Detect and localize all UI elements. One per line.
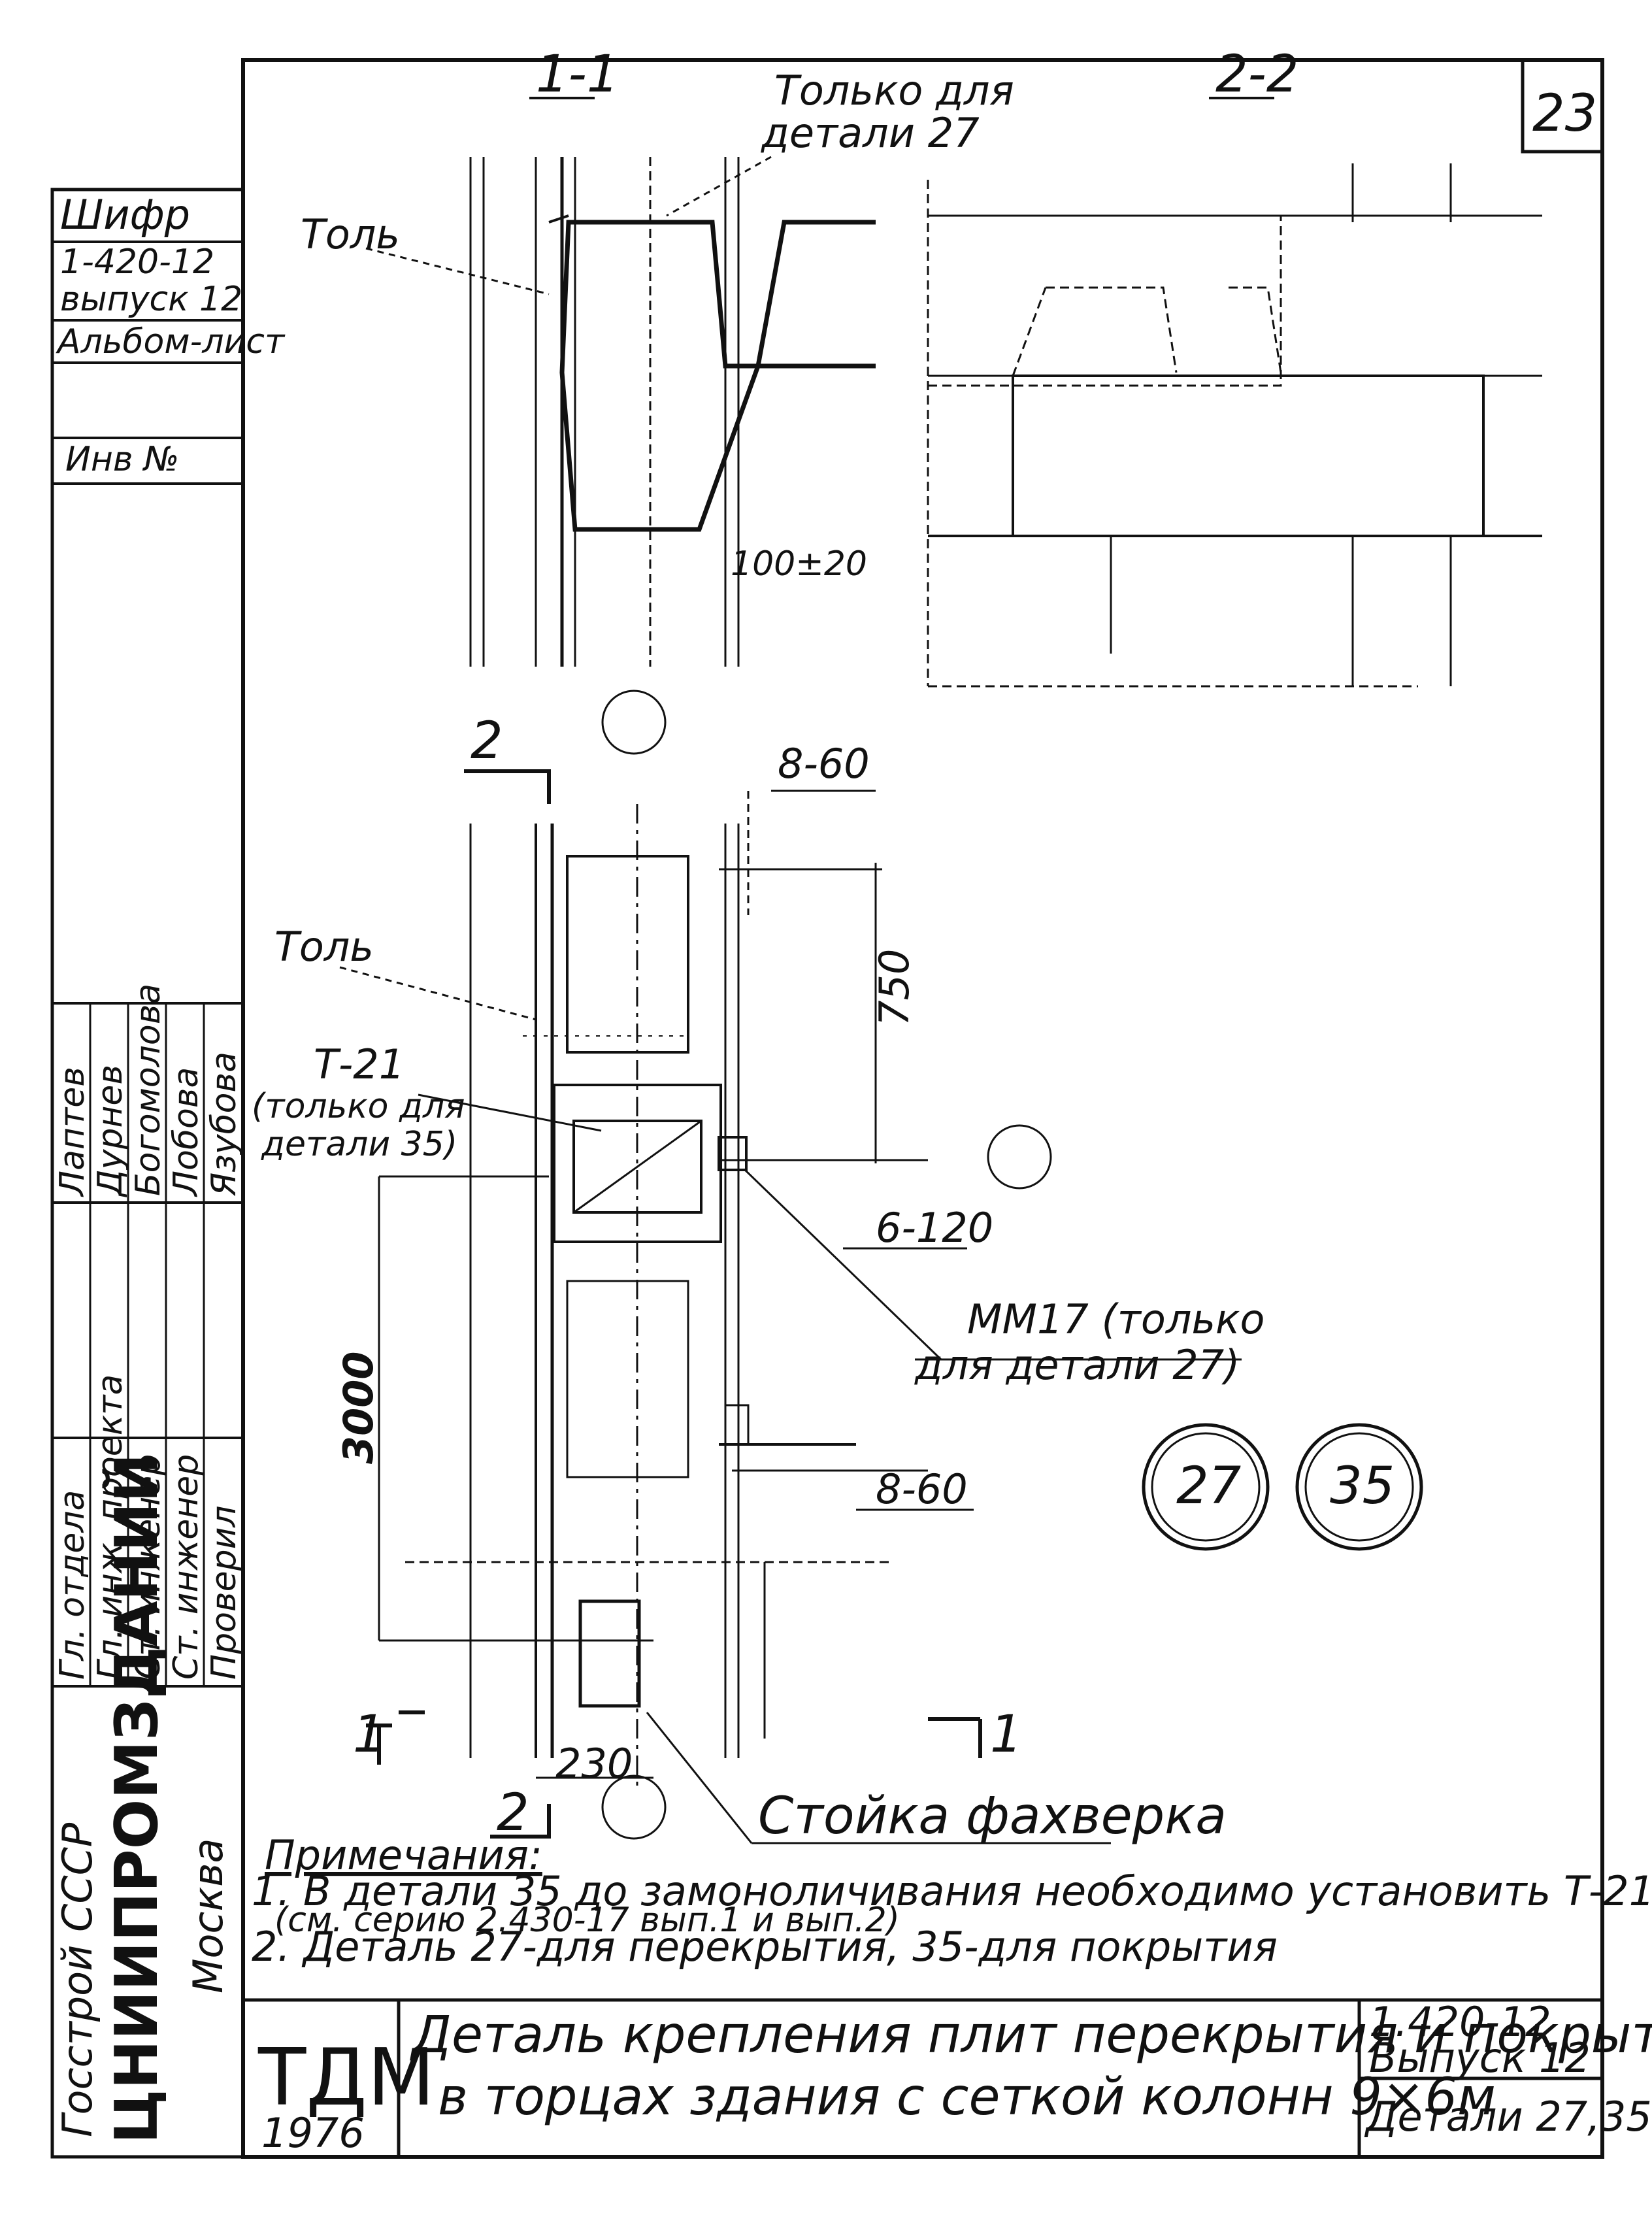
- tol-label-bottom: Толь: [274, 923, 374, 971]
- name-1: Лаптев: [53, 1067, 92, 1197]
- dim-3000: 3000: [335, 1351, 382, 1464]
- notes-title: Примечания:: [265, 1831, 542, 1879]
- dim-230: 230: [555, 1740, 633, 1788]
- dim-750: 750: [870, 949, 918, 1026]
- title-line-2: в торцах здания с сеткой колонн 9×6м: [438, 2068, 1496, 2127]
- name-3: Богомолова: [129, 984, 168, 1196]
- cut-mark-1-right: 1: [990, 1705, 1023, 1764]
- org-ministry: Госстрой СССР: [54, 1822, 101, 2137]
- axis-circle-mid: [987, 1124, 1052, 1190]
- tol-label-top: Толь: [301, 210, 400, 258]
- notes-line-2: (см. серию 2.430-17 вып.1 и вып.2): [274, 1901, 900, 1940]
- stamp-series: 1-420-12: [60, 242, 214, 282]
- role-3: Ст. инженер: [129, 1454, 168, 1680]
- stamp-issue: выпуск 12: [60, 280, 242, 319]
- stamp-album-sheet: Альбом-лист: [56, 322, 286, 361]
- role-1: Гл. отдела: [53, 1490, 92, 1680]
- only-detail-27-l2: детали 27: [761, 109, 980, 157]
- stamp-inventory: Инв №: [65, 440, 179, 479]
- dim-8-60-bottom: 8-60: [876, 1465, 968, 1513]
- sheet-number-box: [1521, 58, 1604, 154]
- title-year: 1976: [261, 2109, 365, 2157]
- name-5: Язубова: [205, 1052, 244, 1197]
- dim-100: 100±20: [731, 544, 867, 584]
- org-city: Москва: [184, 1839, 232, 1994]
- role-2: Гл. инж. проекта: [91, 1374, 130, 1680]
- post-label: Стойка фахверка: [758, 1787, 1227, 1846]
- t21-label: Т-21: [314, 1041, 405, 1088]
- plan-drawing: [378, 791, 928, 1791]
- title-series: 1.420-12: [1369, 1998, 1551, 2046]
- sheet-number: 23: [1532, 84, 1597, 143]
- title-block-frame: [243, 1998, 1602, 2157]
- cut-mark-2-top: 2: [471, 712, 503, 771]
- stamp-format: Шифр: [60, 191, 190, 239]
- dim-8-60-top: 8-60: [778, 740, 870, 788]
- title-issue: Выпуск 12: [1369, 2034, 1591, 2082]
- axis-circle-bottom: [601, 1774, 667, 1840]
- t21-note-1: (только для: [252, 1087, 465, 1126]
- mm17-line2: для детали 27): [914, 1341, 1240, 1389]
- name-4: Лобова: [167, 1067, 206, 1197]
- title-details: Детали 27,35: [1364, 2093, 1652, 2140]
- section-2-2-drawing: [927, 163, 1542, 688]
- detail-27-label: 27: [1176, 1457, 1241, 1516]
- detail-27-circle: [1142, 1423, 1270, 1551]
- left-stamp: [52, 241, 243, 1688]
- cut-mark-2-bottom: 2: [497, 1784, 529, 1842]
- section-2-2-title: 2-2: [1215, 45, 1298, 104]
- axis-circle-top: [601, 690, 667, 755]
- section-1-1-title: 1-1: [536, 45, 619, 104]
- notes-line-3: 2. Деталь 27-для перекрытия, 35-для покр…: [252, 1923, 1278, 1971]
- t21-note-2: детали 35): [261, 1125, 457, 1164]
- title-line-1: Деталь крепления плит перекрытия и покры…: [410, 2006, 1652, 2065]
- mm17-line1: ММ17 (только: [967, 1295, 1264, 1343]
- role-4: Ст. инженер: [167, 1454, 206, 1680]
- section-1-1-drawing: 100±20: [469, 157, 876, 667]
- role-5: Проверил: [205, 1505, 244, 1680]
- name-2: Дурнев: [91, 1065, 130, 1197]
- notes-line-1: 1. В детали 35 до замоноличивания необхо…: [252, 1867, 1652, 1915]
- stamp-roles: Гл. отдела Гл. инж. проекта Ст. инженер …: [53, 1374, 244, 1680]
- stamp-names: Лаптев Дурнев Богомолова Лобова Язубова: [53, 984, 244, 1197]
- detail-35-label: 35: [1330, 1457, 1395, 1516]
- only-detail-27-l1: Только для: [774, 67, 1014, 114]
- title-logo: ТДМ: [257, 2033, 435, 2123]
- detail-35-circle: [1295, 1423, 1423, 1551]
- outer-edge: [50, 188, 245, 2159]
- org-name: ЦНИИПРОМЗДАНИЙ: [101, 1453, 171, 2144]
- dim-6-120: 6-120: [876, 1204, 993, 1252]
